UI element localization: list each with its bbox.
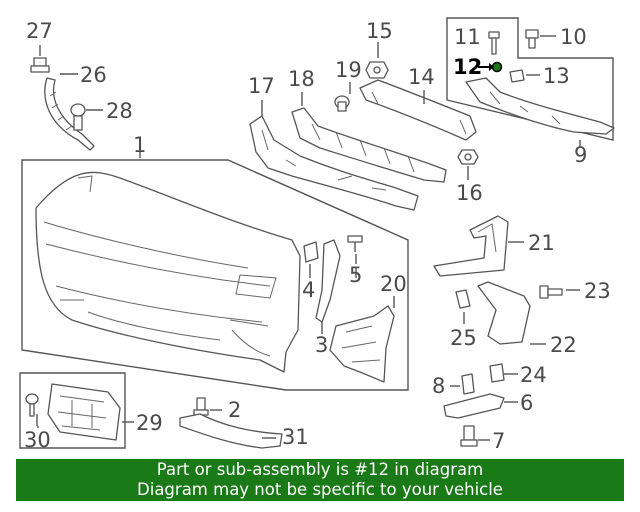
callout-19: 19 [335,58,362,82]
info-banner: Part or sub-assembly is #12 in diagram D… [16,459,624,501]
bolt-23-part [539,285,563,299]
reinforcement-18-part [291,107,447,183]
callout-23: 23 [584,279,611,303]
callout-15: 15 [366,19,393,43]
callout-11: 11 [454,25,481,49]
callout-21: 21 [528,231,555,255]
callout-13: 13 [543,64,570,88]
bumper-cover-part [35,171,301,373]
callout-24: 24 [520,363,547,387]
callout-6: 6 [520,391,533,415]
clip-8-part [461,373,475,395]
bolt-10-part [525,29,539,49]
callout-3: 3 [315,333,328,357]
bolt-11-part [488,31,500,55]
push-pin-28-part [70,103,86,131]
clip-4-part [303,241,319,263]
upper-bracket-17-part [249,115,419,211]
bracket-21-part [433,215,509,277]
absorber-group-box [446,17,614,141]
callout-29: 29 [136,411,163,435]
callout-20: 20 [380,272,407,296]
screw-5-part [347,235,363,252]
callout-26: 26 [80,63,107,87]
callout-5: 5 [349,263,362,287]
callout-1: 1 [133,133,146,157]
callout-10: 10 [560,25,587,49]
callout-18: 18 [288,67,315,91]
clip-25-part [455,289,471,309]
absorber-bar-14-part [359,79,477,141]
clip-24-part [489,363,505,383]
callout-30: 30 [24,428,51,452]
callout-14: 14 [408,65,435,89]
callout-31: 31 [282,425,309,449]
nut-16-part [457,149,479,165]
callout-4: 4 [302,278,315,302]
clip-13-part [509,69,525,83]
lip-31-part [179,413,283,449]
callout-25: 25 [450,326,477,350]
callout-16: 16 [456,181,483,205]
callout-2: 2 [228,398,241,422]
deflector-3-part [315,239,341,323]
bolt-7-part [460,425,478,447]
callout-27: 27 [26,19,53,43]
bracket-6-part [443,393,505,419]
callout-22: 22 [550,333,577,357]
clip-27-part [30,57,50,73]
callout-28: 28 [106,99,133,123]
callout-8: 8 [432,374,445,398]
banner-line-1: Part or sub-assembly is #12 in diagram [156,460,484,479]
callout-9: 9 [574,143,587,167]
callout-17: 17 [248,74,275,98]
clip-19-part [334,95,350,112]
nut-15-part [365,61,389,79]
molding-strip-part [44,77,95,151]
license-bracket-group-box [19,372,126,449]
screw-2-part [193,397,209,416]
callout-12-highlighted: 12 [453,55,482,79]
bumper-group-box [21,159,409,391]
absorber-9-part [465,77,615,135]
screw-30-part [25,393,39,417]
banner-line-2: Diagram may not be specific to your vehi… [137,480,503,499]
bracket-22-part [477,281,531,345]
callout-7: 7 [492,429,505,453]
